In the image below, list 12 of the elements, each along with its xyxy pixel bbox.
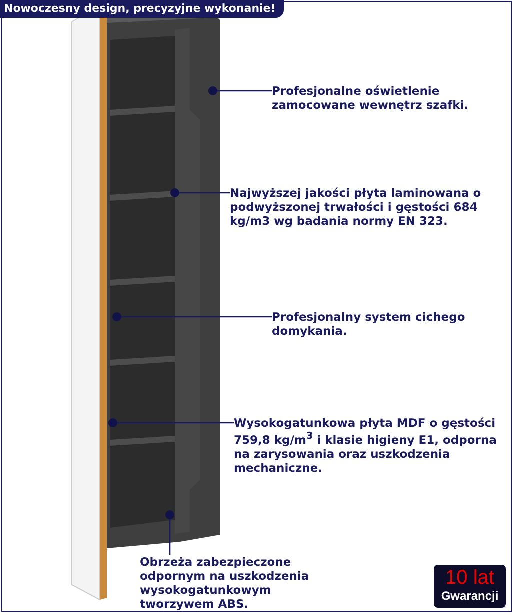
leader-line xyxy=(170,188,230,198)
leader-line xyxy=(108,418,234,428)
callout-text: Najwyższej jakości płyta laminowana o podwyższonej trwałości i gęstości 684 kg/m3 wg badania normy EN 323. xyxy=(230,186,500,228)
callout-text: Wysokogatunkowa płyta MDF o gęstości 759,8 kg/m$^{3}$ i klasie higieny E1, odporna na zarysowania oraz uszkodzenia mechaniczne. xyxy=(234,416,504,475)
callout-text: Obrzeża zabezpieczone odpornym na uszkodzenia wysokogatunkowym tworzywem ABS. xyxy=(140,555,330,611)
callout-text: Profesjonalne oświetlenie zamocowane wewnętrz szafki. xyxy=(272,84,472,112)
leader-line xyxy=(208,86,272,96)
leader-line xyxy=(112,312,272,322)
warranty-years: 10 lat xyxy=(444,567,496,589)
title-banner: Nowoczesny design, precyzyjne wykonanie! xyxy=(0,0,284,18)
warranty-text: Gwarancji xyxy=(440,589,500,603)
callout-text: Profesjonalny system cichego domykania. xyxy=(272,310,472,338)
